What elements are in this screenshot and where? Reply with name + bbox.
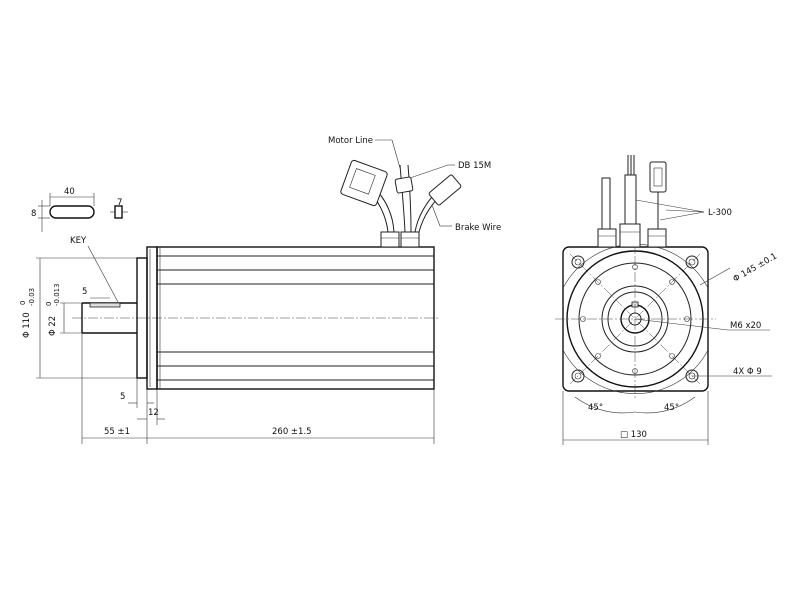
spigot-tol-lower: -0.03 [28,288,36,306]
shaft-length-dim: 55 ±1 [104,427,130,437]
key-height-dim: 8 [31,209,36,219]
l300-label: L-300 [708,208,732,218]
brake-connector [428,174,462,206]
motor-body [156,246,435,390]
flange-pcd-label: Φ 145 ±0.1 [732,251,779,284]
square-dim: □ 130 [620,430,647,440]
holes-label: 4X Φ 9 [733,367,762,377]
key-width-dim: 7 [117,198,122,208]
key-detail: 40 8 7 [31,187,128,232]
spigot-bolts [580,264,690,374]
flange-thickness-dim: 12 [148,408,159,418]
shaft [81,302,137,334]
key-label: KEY [70,236,87,246]
front-view: L-300 Φ 145 ±0.1 M6 x20 4X Φ 9 45° 45° □… [555,155,779,445]
brake-wire-label: Brake Wire [455,223,501,233]
side-connectors [340,159,462,248]
db15-connector [340,159,388,207]
front-connectors [597,155,667,248]
key-offset-dim: 5 [82,287,87,297]
shaft-dia-dim: Φ 22 [48,316,58,336]
spigot-tol-upper: 0 [19,301,27,305]
key-length-dim: 40 [64,187,75,197]
motor-line-label: Motor Line [328,136,373,146]
db15m-label: DB 15M [458,161,491,171]
angle-right-dim: 45° [664,403,679,413]
body-length-dim: 260 ±1.5 [272,427,312,437]
side-view: Motor Line DB 15M Brake Wire KEY Φ 110 0… [19,136,501,444]
shaft-tol-upper: 0 [45,302,53,306]
spigot-depth-dim: 5 [120,392,125,402]
key-outline [49,205,95,219]
center-thread-label: M6 x20 [730,321,761,331]
angle-left-dim: 45° [588,403,603,413]
shaft-tol-lower: -0.013 [53,283,61,306]
spigot-dia-dim: Φ 110 [22,312,32,338]
keyway [89,302,121,308]
